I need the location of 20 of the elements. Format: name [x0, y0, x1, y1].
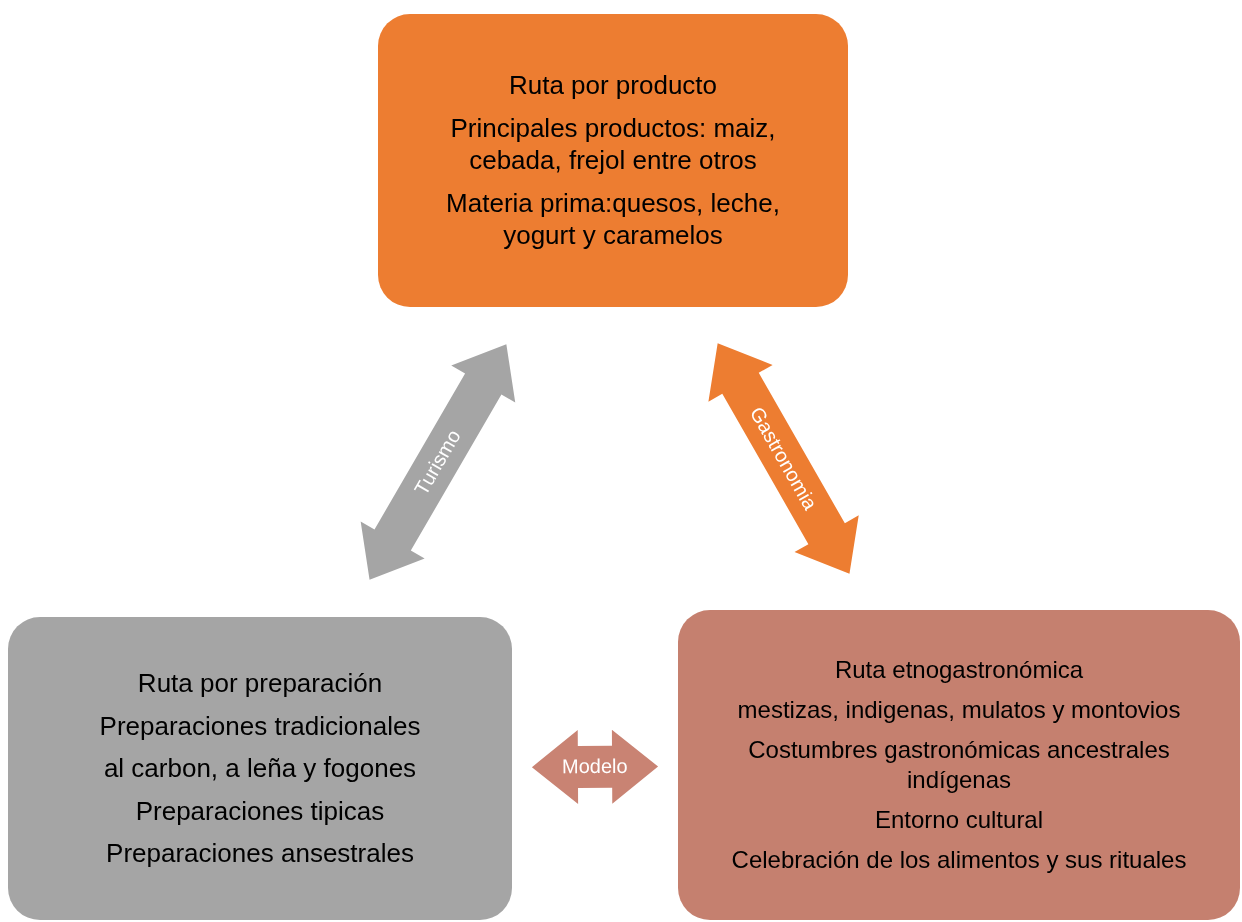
double-block-arrow [531, 729, 659, 804]
box-text: Preparaciones tradicionales [99, 709, 421, 743]
box-text: Principales productos: maiz, cebada, frejol entre otros [449, 111, 777, 177]
box-text: Preparaciones tipicas [135, 794, 385, 828]
double-block-arrow [360, 344, 516, 580]
box-text: Celebración de los alimentos y sus rituales [731, 845, 1187, 875]
process-box [8, 617, 512, 920]
double-block-arrow [708, 343, 859, 574]
box-text: Costumbres gastronómicas ancestrales indígenas [747, 735, 1171, 795]
box-text: Entorno cultural [874, 805, 1044, 835]
box-heading: Ruta por producto [508, 69, 718, 102]
edge-label: Modelo [561, 755, 628, 779]
process-box [378, 14, 848, 307]
box-text: al carbon, a leña y fogones [103, 752, 417, 785]
box-text: mestizas, indigenas, mulatos y montovios [737, 695, 1181, 725]
box-text: Preparaciones ansestrales [106, 837, 414, 870]
box-text: Materia prima:quesos, leche, yogurt y caramelos [445, 186, 781, 252]
box-heading: Ruta etnogastronómica [834, 655, 1084, 685]
box-heading: Ruta por preparación [137, 667, 383, 700]
process-box [678, 610, 1240, 920]
